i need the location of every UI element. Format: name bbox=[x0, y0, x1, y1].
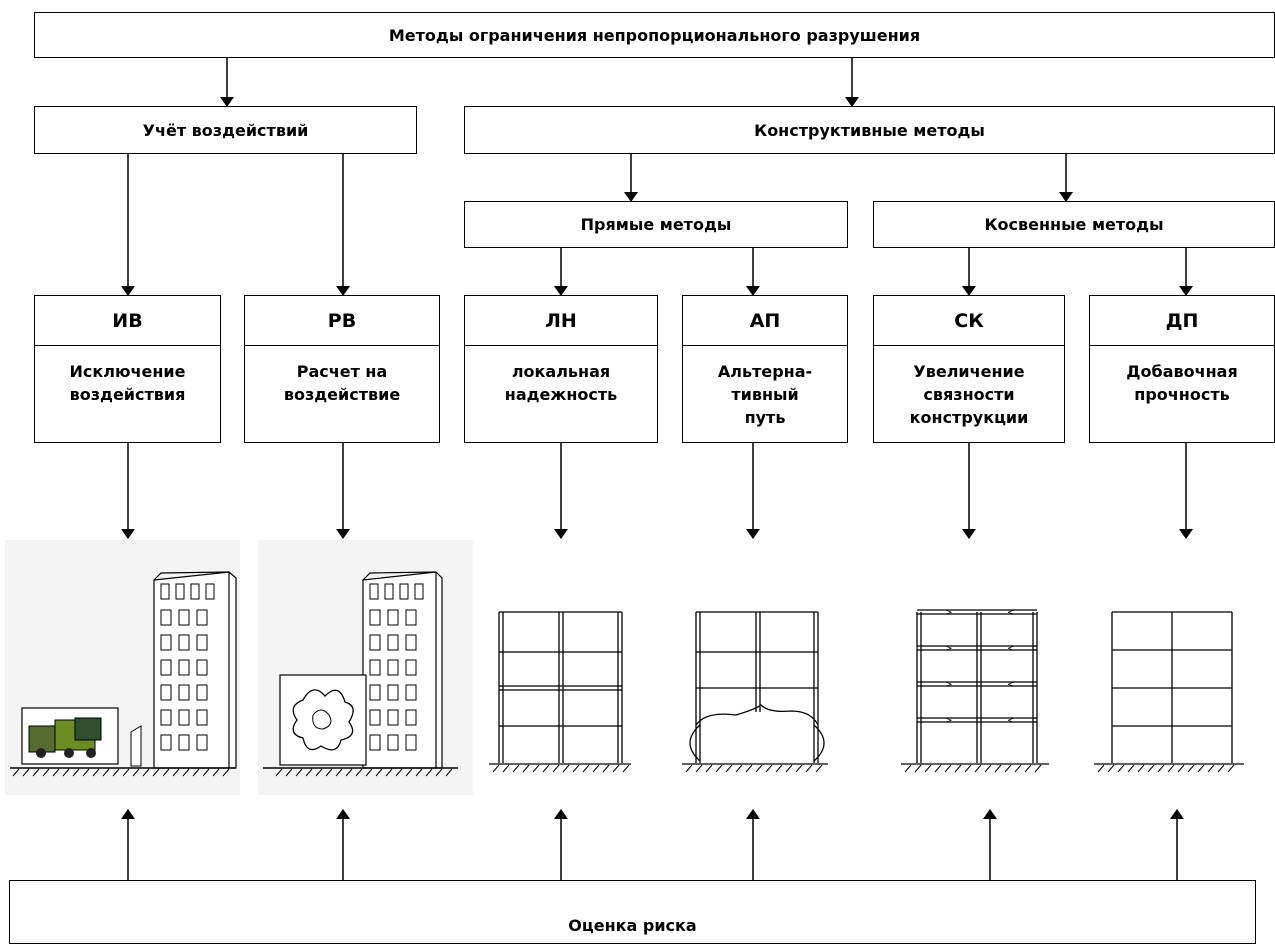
frame-connectivity-illustration: > < > < > < > < bbox=[901, 608, 1049, 773]
direct-methods-box: Прямые методы bbox=[464, 201, 848, 248]
svg-text:>: > bbox=[945, 680, 953, 690]
frame-local-reliability-illustration bbox=[489, 611, 631, 773]
loads-label: Учёт воздействий bbox=[142, 120, 309, 140]
method-box-rv: РВ Расчет на воздействие bbox=[244, 295, 440, 443]
direct-methods-label: Прямые методы bbox=[580, 215, 732, 234]
method-code: ЛН bbox=[465, 296, 657, 346]
method-code: РВ bbox=[245, 296, 439, 346]
building-with-truck-illustration bbox=[5, 540, 240, 795]
method-description: Добавочная прочность bbox=[1126, 362, 1238, 404]
svg-text:<: < bbox=[1007, 608, 1015, 618]
loads-box: Учёт воздействий bbox=[34, 106, 417, 154]
structural-methods-label: Конструктивные методы bbox=[754, 120, 985, 140]
method-box-ap: АП Альтерна- тивный путь bbox=[682, 295, 848, 443]
svg-text:<: < bbox=[1007, 716, 1015, 726]
method-description: Расчет на воздействие bbox=[283, 362, 401, 404]
method-code: ИВ bbox=[35, 296, 220, 346]
method-description: Увеличение связности конструкции bbox=[909, 362, 1029, 427]
indirect-methods-box: Косвенные методы bbox=[873, 201, 1275, 248]
method-description: Исключение воздействия bbox=[69, 362, 186, 404]
risk-assessment-label: Оценка риска bbox=[568, 915, 697, 935]
frame-alternative-path-illustration bbox=[682, 611, 828, 773]
method-code: СК bbox=[874, 296, 1064, 346]
indirect-methods-label: Косвенные методы bbox=[984, 215, 1164, 234]
method-code: ДП bbox=[1090, 296, 1274, 346]
risk-assessment-box: Оценка риска bbox=[9, 880, 1256, 944]
svg-text:>: > bbox=[945, 644, 953, 654]
building-with-explosion-illustration bbox=[258, 540, 473, 795]
svg-text:>: > bbox=[945, 716, 953, 726]
structural-methods-box: Конструктивные методы bbox=[464, 106, 1275, 154]
frame-additional-strength-illustration bbox=[1094, 611, 1244, 773]
title-text: Методы ограничения непропорционального р… bbox=[388, 25, 921, 45]
method-box-iv: ИВ Исключение воздействия bbox=[34, 295, 221, 443]
svg-text:<: < bbox=[1007, 680, 1015, 690]
title-box: Методы ограничения непропорционального р… bbox=[34, 12, 1275, 58]
method-box-ln: ЛН локальная надежность bbox=[464, 295, 658, 443]
svg-text:>: > bbox=[945, 608, 953, 618]
method-description: Альтерна- тивный путь bbox=[717, 362, 813, 427]
method-code: АП bbox=[683, 296, 847, 346]
method-box-sk: СК Увеличение связности конструкции bbox=[873, 295, 1065, 443]
method-box-dp: ДП Добавочная прочность bbox=[1089, 295, 1275, 443]
method-description: локальная надежность bbox=[504, 362, 618, 404]
svg-text:<: < bbox=[1007, 644, 1015, 654]
